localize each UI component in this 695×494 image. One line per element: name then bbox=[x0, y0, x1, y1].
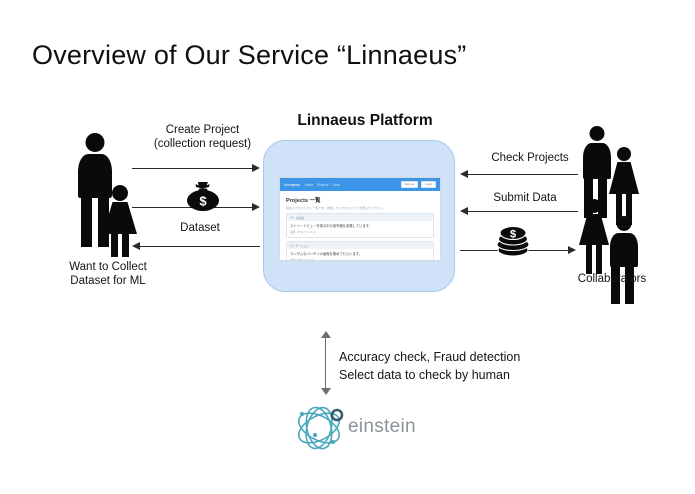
figure-torso bbox=[583, 143, 611, 179]
money-bag-icon: $ bbox=[187, 182, 219, 211]
page-title: Overview of Our Service “Linnaeus” bbox=[32, 40, 467, 70]
left-actor-label: Want to Collect Dataset for ML bbox=[48, 260, 168, 289]
figure-leg bbox=[611, 266, 620, 304]
figure-head bbox=[589, 126, 605, 141]
project-card[interactable]: アノテーション ランダムなペンギンの画像を集めてもらいます。 報酬: 1件あたり… bbox=[286, 241, 434, 261]
submit-data-arrow-line bbox=[468, 211, 578, 212]
figure-head bbox=[85, 133, 105, 152]
signup-button[interactable]: Sign up bbox=[400, 180, 419, 189]
project-card-tag: データ収集 bbox=[287, 213, 433, 222]
ai-feedback-arrow-line bbox=[325, 337, 326, 389]
figure-leg bbox=[596, 244, 602, 274]
einstein-orbit-icon bbox=[297, 406, 344, 450]
figure-leg bbox=[586, 244, 592, 274]
figure-torso bbox=[610, 233, 638, 267]
left-actor-label-line2: Dataset for ML bbox=[70, 275, 146, 288]
linnaeus-platform-box: Linnaeus Home Projects Docs Sign up Logi… bbox=[263, 140, 455, 292]
figure-leg bbox=[81, 197, 92, 247]
right-actor-label-text: Collaborators bbox=[577, 273, 647, 285]
dataset-label-text: Dataset bbox=[180, 222, 220, 234]
project-card-title: ストリートビュー写真の中の信号機を収集しています。 bbox=[290, 223, 372, 228]
project-card-body: ランダムなペンギンの画像を集めてもらいます。 報酬: 1件あたり 5 円 bbox=[287, 249, 433, 261]
man-figure bbox=[579, 126, 615, 218]
figure-leg bbox=[111, 233, 118, 257]
check-projects-arrowhead bbox=[460, 170, 468, 178]
app-page-heading: Projects 一覧 bbox=[286, 198, 321, 204]
figure-torso bbox=[609, 162, 639, 194]
ai-feedback-arrow bbox=[319, 331, 333, 395]
check-projects-label-text: Check Projects bbox=[491, 152, 569, 164]
app-nav-link-home[interactable]: Home bbox=[304, 182, 313, 187]
check-projects-arrow-line bbox=[468, 174, 578, 175]
app-page-subheading: 現在のプロジェクト一覧です。参加したいプロジェクトを選んでください。 bbox=[286, 205, 386, 210]
project-card-meta: 報酬: 1件あたり 10 円 bbox=[290, 230, 316, 234]
project-card-body: ストリートビュー写真の中の信号機を収集しています。 報酬: 1件あたり 10 円 bbox=[287, 221, 433, 237]
man-figure bbox=[74, 133, 116, 247]
svg-text:$: $ bbox=[510, 229, 516, 241]
dataset-label: Dataset bbox=[140, 222, 260, 236]
submit-data-arrowhead bbox=[460, 207, 468, 215]
woman-figure bbox=[99, 185, 141, 257]
svg-text:$: $ bbox=[199, 194, 207, 209]
figure-head bbox=[617, 147, 631, 161]
create-project-arrow-line bbox=[132, 168, 252, 169]
einstein-wordmark: einstein bbox=[348, 416, 416, 437]
reward-arrowhead bbox=[568, 246, 576, 254]
ai-note-line1: Accuracy check, Fraud detection bbox=[339, 350, 521, 364]
figure-leg bbox=[98, 197, 109, 247]
app-brand: Linnaeus bbox=[284, 182, 301, 187]
create-project-arrowhead bbox=[252, 164, 260, 172]
login-button[interactable]: Login bbox=[421, 180, 436, 189]
figure-leg bbox=[122, 233, 129, 257]
ai-note: Accuracy check, Fraud detection Select d… bbox=[339, 348, 520, 384]
left-actor-label-line1: Want to Collect bbox=[69, 261, 147, 273]
create-project-label-line1: Create Project bbox=[165, 124, 240, 136]
app-nav-buttons: Sign up Login bbox=[400, 180, 436, 189]
figure-leg bbox=[616, 193, 622, 225]
ai-note-line2: Select data to check by human bbox=[339, 368, 510, 383]
project-card[interactable]: データ収集 ストリートビュー写真の中の信号機を収集しています。 報酬: 1件あた… bbox=[286, 212, 434, 238]
app-nav-link-projects[interactable]: Projects bbox=[317, 182, 329, 187]
check-projects-label: Check Projects bbox=[470, 152, 590, 166]
payment-arrowhead bbox=[252, 203, 260, 211]
coin-stack-icon: $ bbox=[496, 225, 530, 257]
ai-feedback-arrowhead-down bbox=[320, 388, 331, 395]
figure-torso bbox=[78, 154, 112, 198]
figure-head bbox=[616, 216, 632, 231]
submit-data-label-text: Submit Data bbox=[493, 192, 557, 204]
project-card-meta: 報酬: 1件あたり 5 円 bbox=[290, 259, 314, 261]
dataset-arrow-line bbox=[140, 246, 260, 247]
app-screenshot: Linnaeus Home Projects Docs Sign up Logi… bbox=[279, 177, 441, 261]
figure-leg bbox=[584, 178, 593, 218]
app-body: Projects 一覧 現在のプロジェクト一覧です。参加したいプロジェクトを選ん… bbox=[280, 191, 440, 261]
figure-leg bbox=[625, 266, 634, 304]
figure-torso bbox=[579, 214, 609, 245]
app-nav-link-docs[interactable]: Docs bbox=[332, 182, 340, 187]
platform-title: Linnaeus Platform bbox=[297, 112, 433, 129]
man-figure bbox=[606, 216, 642, 304]
woman-figure bbox=[606, 147, 642, 227]
figure-leg bbox=[598, 178, 607, 218]
ai-feedback-arrowhead-up bbox=[320, 331, 331, 338]
create-project-label-line2: (collection request) bbox=[153, 137, 252, 150]
create-project-label: Create Project (collection request) bbox=[135, 124, 270, 151]
app-navbar: Linnaeus Home Projects Docs Sign up Logi… bbox=[280, 178, 440, 191]
figure-head bbox=[587, 199, 601, 213]
figure-head bbox=[112, 185, 128, 201]
figure-leg bbox=[626, 193, 632, 225]
right-actor-label: Collaborators bbox=[552, 272, 672, 286]
app-nav-links: Home Projects Docs bbox=[304, 183, 396, 187]
dataset-arrowhead bbox=[132, 242, 140, 250]
submit-data-label: Submit Data bbox=[470, 192, 580, 206]
project-card-title: ランダムなペンギンの画像を集めてもらいます。 bbox=[290, 252, 363, 257]
project-card-tag: アノテーション bbox=[287, 242, 433, 250]
woman-figure bbox=[576, 199, 612, 275]
einstein-logo: einstein bbox=[288, 404, 438, 452]
